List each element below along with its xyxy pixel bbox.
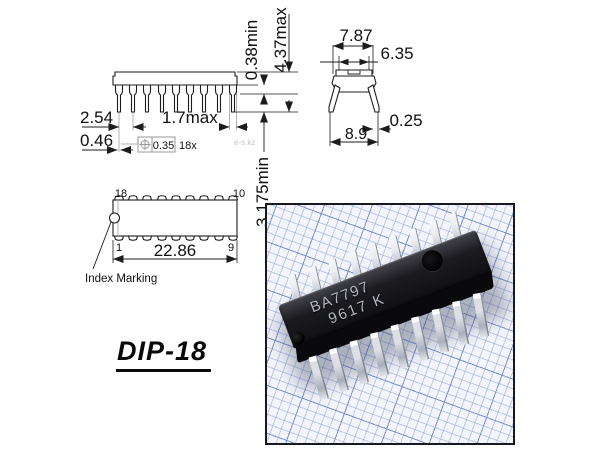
top-view-pin-bump bbox=[213, 235, 225, 241]
top-view-pin-bump bbox=[184, 195, 196, 201]
dim-standoff: 0.38min bbox=[242, 20, 261, 80]
top-view-pin-bump bbox=[198, 195, 210, 201]
dim-shoulder-width: 1.7max bbox=[162, 108, 218, 127]
side-view-pin bbox=[228, 84, 238, 113]
side-view-pin bbox=[185, 84, 195, 113]
package-title: DIP-18 bbox=[116, 336, 212, 372]
top-view-body bbox=[112, 199, 238, 237]
top-view-pin-bump bbox=[170, 195, 182, 201]
side-view-pin bbox=[128, 84, 138, 113]
top-view-pin-bump bbox=[184, 235, 196, 241]
dim-true-position: 0.35 bbox=[153, 140, 174, 152]
chip-pin bbox=[411, 316, 430, 361]
side-view: 2.54 0.46 1.7max 0.35 18x bbox=[80, 7, 298, 227]
top-view-pin-bump bbox=[113, 235, 125, 241]
watermark: e-s.kz bbox=[234, 138, 256, 147]
chip-pin bbox=[308, 355, 330, 401]
dim-lead-width: 0.46 bbox=[80, 131, 113, 150]
top-view: 18 10 1 9 22.86 Index Marking bbox=[85, 188, 245, 285]
index-marking-notch bbox=[108, 212, 121, 224]
side-view-body bbox=[112, 71, 238, 86]
end-view: 7.87 6.35 0.25 8.9 bbox=[320, 26, 423, 146]
side-view-pin bbox=[199, 84, 209, 113]
side-view-pin bbox=[142, 84, 152, 113]
end-view-right-lead bbox=[367, 84, 380, 113]
top-view-pin-bump bbox=[156, 195, 168, 201]
lead-count-note: 18x bbox=[179, 140, 197, 152]
chip-pin bbox=[349, 339, 370, 385]
top-view-pin-bump bbox=[141, 235, 153, 241]
side-view-pins bbox=[114, 84, 238, 113]
top-view-pin-bump bbox=[227, 235, 239, 241]
dim-body-width: 7.87 bbox=[339, 26, 372, 45]
chip-pin bbox=[472, 292, 490, 338]
top-view-pin-bump bbox=[127, 195, 139, 201]
chip-pin bbox=[328, 347, 350, 393]
top-view-pin-bump bbox=[170, 235, 182, 241]
top-view-pin-bump bbox=[198, 235, 210, 241]
pin-label-1: 1 bbox=[116, 242, 122, 254]
top-view-pin-bump bbox=[127, 235, 139, 241]
top-view-pin-bump bbox=[113, 195, 125, 201]
dim-top-width: 6.35 bbox=[380, 44, 413, 63]
index-marking-label: Index Marking bbox=[85, 273, 157, 285]
chip-pin bbox=[390, 323, 410, 369]
true-position-frame: 0.35 bbox=[137, 136, 176, 153]
top-view-pin-bump bbox=[227, 195, 239, 201]
side-view-pin bbox=[214, 84, 224, 113]
pin-label-18: 18 bbox=[115, 188, 127, 200]
dim-lead-span: 8.9 bbox=[345, 126, 367, 143]
chip-pin bbox=[452, 300, 470, 346]
dim-pitch: 2.54 bbox=[80, 108, 113, 127]
end-view-left-lead bbox=[328, 84, 341, 113]
chip-pin bbox=[431, 308, 450, 354]
pin-label-10: 10 bbox=[233, 188, 245, 200]
top-view-pin-bump bbox=[141, 195, 153, 201]
top-view-pin-bump bbox=[213, 195, 225, 201]
end-view-top-plate bbox=[335, 69, 373, 77]
chip-photo: BA7797 9617 K bbox=[265, 203, 515, 445]
top-view-pin-bump bbox=[156, 235, 168, 241]
dim-overall-height: 4.37max bbox=[271, 7, 290, 73]
dim-lead-thickness: 0.25 bbox=[389, 111, 422, 130]
side-view-pin bbox=[171, 84, 181, 113]
dim-body-length: 22.86 bbox=[154, 241, 197, 260]
top-view-pin-bumps bbox=[113, 195, 239, 241]
side-view-pin bbox=[114, 84, 124, 113]
pin-label-9: 9 bbox=[228, 242, 234, 254]
chip-pin bbox=[369, 331, 390, 377]
side-view-pin bbox=[157, 84, 167, 113]
